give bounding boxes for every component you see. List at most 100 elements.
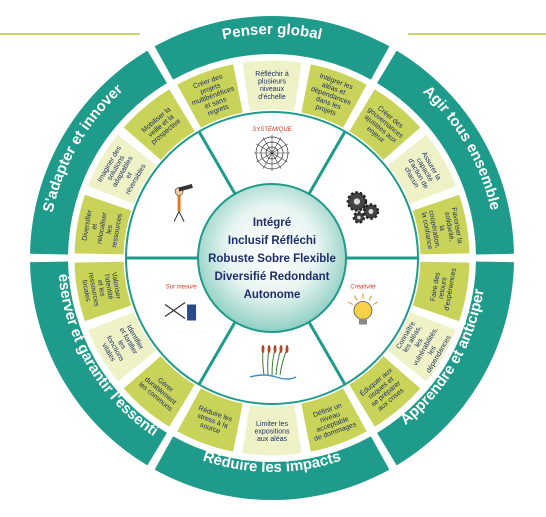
reeds-icon (249, 345, 297, 380)
box-label-line: locales (80, 279, 91, 302)
box-label-line: aux aléas (257, 436, 287, 443)
box-label-line: et (91, 223, 99, 230)
telescope (178, 183, 193, 192)
core-quality-line-2: Inclusif Réfléchi (228, 235, 316, 247)
box-label-line: les (414, 337, 425, 349)
box-reduire-les-impacts-3 (175, 387, 244, 453)
box-apprendre-et-anticiper-3 (347, 354, 422, 429)
segment-label-text-penser-global: Penser global (221, 21, 324, 43)
segment-band-s-adapter-et-innover (30, 50, 167, 255)
box-agir-tous-ensemble-2 (386, 133, 458, 206)
box-label-penser-global-1: Créer desprojetsmultibénéficeset sansreg… (186, 71, 241, 122)
divider-agir-tous-ensemble (307, 130, 347, 195)
box-label-line: expositions (254, 428, 290, 435)
segment-band-agir-tous-ensemble (377, 50, 514, 255)
segment-band-preserver-et-garantir-l-essentiel (30, 261, 167, 466)
core-quality-line-4: Diversifié Redondant (214, 271, 329, 283)
box-label-line: les (427, 345, 438, 357)
segment-band-apprendre-et-anticiper (377, 261, 514, 466)
gear-hub (357, 215, 361, 220)
spider-web-caption: SYSTÉMIQUE (252, 126, 292, 133)
lightbulb-caption: Créativité (350, 285, 376, 291)
divider-preserver-et-garantir-l-essentiel (197, 321, 237, 386)
gear-hub (353, 198, 361, 205)
box-text-penser-global-1: Créer desprojetsmultibénéficeset sansreg… (186, 71, 241, 122)
tailor-tools-icon: Sur mesure (164, 285, 198, 321)
box-label-preserver-et-garantir-l-essentiel-3: Valoriserl'identitéet lesressourceslocal… (79, 268, 122, 309)
divider-penser-global (197, 130, 237, 195)
box-preserver-et-garantir-l-essentiel-2 (86, 310, 158, 383)
box-agir-tous-ensemble-1 (347, 87, 422, 162)
core-circle (197, 183, 347, 333)
box-label-line: la (438, 225, 446, 232)
gears-icon (346, 191, 380, 224)
core-quality-line-5: Autonome (244, 289, 301, 301)
box-label-line: Réfléchir à (255, 71, 289, 78)
reed-head (261, 345, 265, 353)
box-s-adapter-et-innover-2 (86, 133, 158, 206)
bulb-ray (347, 301, 353, 305)
box-apprendre-et-anticiper-2 (386, 310, 458, 383)
box-label-line: et les (96, 279, 106, 297)
box-label-line: retours (438, 276, 449, 299)
lightbulb-icon: Créativité (347, 285, 378, 325)
divider-reduire-les-impacts (307, 321, 347, 386)
reed-head (267, 345, 271, 353)
box-label-line: Valoriser (110, 272, 122, 301)
box-label-line: niveaux (260, 86, 285, 93)
box-label-line: les (106, 224, 115, 235)
box-label-line: plusieurs (258, 79, 287, 86)
box-label-line: Limiter les (256, 421, 288, 428)
core-quality-line-3: Robuste Sobre Flexible (208, 253, 336, 265)
box-apprendre-et-anticiper-1 (411, 260, 471, 323)
bulb-base (358, 318, 367, 325)
reed-head (285, 345, 289, 353)
spider-web-icon: SYSTÉMIQUE (252, 126, 293, 171)
web-spoke (256, 143, 288, 163)
reed-head (273, 345, 277, 353)
water-line (249, 374, 297, 380)
thread-spool (187, 304, 197, 321)
reed-head (279, 345, 283, 353)
bulb (353, 301, 373, 320)
box-label-line: les (116, 339, 127, 351)
telescope-person-icon (173, 183, 193, 222)
box-penser-global-1 (175, 63, 244, 129)
box-text-preserver-et-garantir-l-essentiel-3: Valoriserl'identitéet lesressourceslocal… (79, 268, 122, 309)
segment-label-penser-global: Penser global (221, 21, 324, 43)
tailor-tools-caption: Sur mesure (166, 285, 198, 291)
person-legs (173, 211, 185, 222)
box-penser-global-3 (300, 63, 369, 129)
inner-ring (125, 111, 419, 405)
core-quality-line-1: Intégré (253, 217, 291, 229)
box-text-s-adapter-et-innover-1: Diversifieretrelocaliserlesressources (81, 208, 124, 249)
box-agir-tous-ensemble-3 (411, 193, 471, 256)
box-reduire-les-impacts-1 (300, 387, 369, 453)
box-label-s-adapter-et-innover-1: Diversifieretrelocaliserlesressources (81, 208, 124, 249)
box-ring: Créer desprojetsmultibénéficeset sansreg… (73, 59, 471, 457)
box-preserver-et-garantir-l-essentiel-1 (122, 354, 197, 429)
icon-layer: SYSTÉMIQUE Créativité Sur mesure (164, 126, 380, 380)
gear-hub (368, 209, 374, 214)
bulb-ray (373, 301, 378, 305)
inner-ring-border (125, 111, 419, 405)
scissors (164, 302, 186, 319)
box-reduire-les-impacts-2 (241, 403, 303, 457)
bulb-ray (368, 295, 372, 301)
box-s-adapter-et-innover-3 (122, 87, 197, 162)
segment-band-penser-global (154, 16, 390, 80)
segment-band-reduire-les-impacts (154, 436, 390, 500)
box-label-line: d'échelle (258, 94, 286, 101)
box-penser-global-2 (241, 59, 303, 113)
box-preserver-et-garantir-l-essentiel-3 (73, 260, 133, 323)
bulb-ray (353, 295, 358, 301)
box-label-line: l'identité (103, 274, 114, 300)
box-s-adapter-et-innover-1 (73, 193, 133, 256)
box-label-line: et (125, 171, 134, 180)
